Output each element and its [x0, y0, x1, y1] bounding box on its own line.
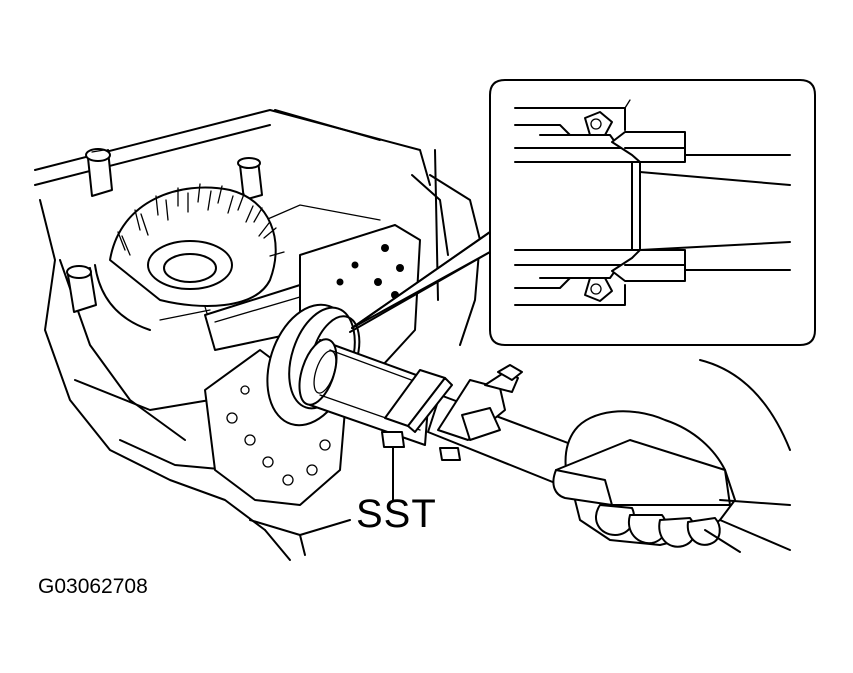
sst-callout-label: SST [356, 492, 437, 536]
ring-gear [94, 183, 285, 331]
differential-housing [34, 109, 481, 561]
hand [552, 359, 791, 553]
figure-id: G03062708 [38, 575, 148, 598]
bolt-top-right [237, 157, 263, 201]
bolt-left [66, 265, 97, 313]
bolt-top-left [85, 148, 113, 197]
detail-inset [349, 79, 816, 346]
